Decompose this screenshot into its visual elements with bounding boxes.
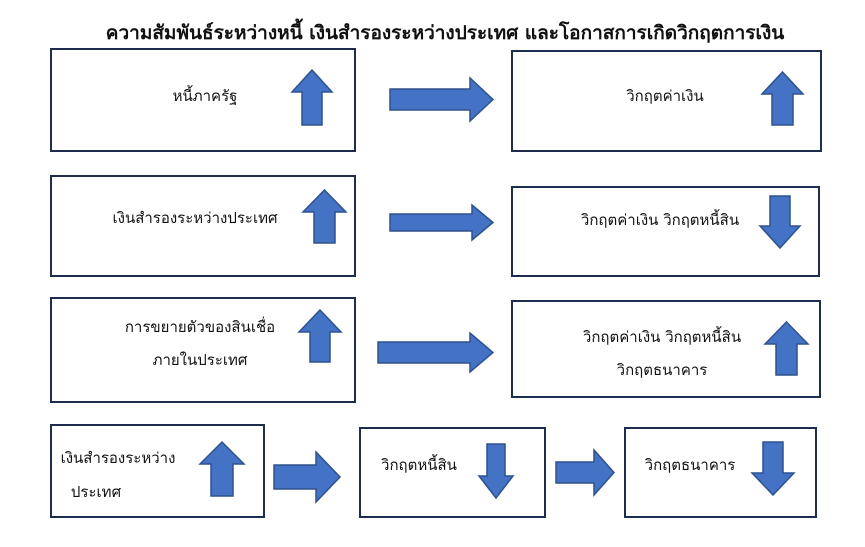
diagram-title: ความสัมพันธ์ระหว่างหนี้ เงินสำรองระหว่าง… <box>105 22 785 44</box>
arrow-down-icon <box>477 443 515 500</box>
arrow-up-icon <box>763 320 810 376</box>
arrow-down-icon <box>750 441 796 497</box>
effect-label-2: วิกฤตค่าเงิน วิกฤตหนี้สิน <box>580 211 740 229</box>
arrow-up-icon <box>760 70 805 126</box>
cause-label-3b: ภายในประเทศ <box>152 351 248 369</box>
cause-label-4b: ประเทศ <box>70 483 122 501</box>
cause-label-1: หนี้ภาครัฐ <box>172 87 238 105</box>
arrow-down-icon <box>758 195 802 250</box>
arrow-right-icon <box>389 203 495 242</box>
effect-label-3b: วิกฤตธนาคาร <box>616 361 708 379</box>
arrow-up-icon <box>297 308 343 363</box>
arrow-right-icon <box>273 450 342 504</box>
effect-box-1 <box>511 50 822 152</box>
effect-box-3 <box>511 300 821 398</box>
middle-box-4 <box>359 427 546 518</box>
effect-label-4: วิกฤตธนาคาร <box>644 456 736 474</box>
cause-label-3a: การขยายตัวของสินเชื่อ <box>124 318 276 336</box>
arrow-right-icon <box>377 331 495 374</box>
arrow-up-icon <box>290 68 334 126</box>
cause-label-4a: เงินสำรองระหว่าง <box>60 449 176 467</box>
cause-box-2 <box>50 175 356 277</box>
arrow-up-icon <box>198 440 246 497</box>
middle-label-4: วิกฤตหนี้สิน <box>381 456 457 474</box>
cause-label-2: เงินสำรองระหว่างประเทศ <box>112 209 278 227</box>
effect-label-1: วิกฤตค่าเงิน <box>626 87 704 105</box>
cause-box-3 <box>50 297 356 403</box>
arrow-right-icon <box>555 448 616 497</box>
effect-label-3a: วิกฤตค่าเงิน วิกฤตหนี้สิน <box>582 328 742 346</box>
arrow-right-icon <box>389 76 495 123</box>
arrow-up-icon <box>301 188 348 244</box>
